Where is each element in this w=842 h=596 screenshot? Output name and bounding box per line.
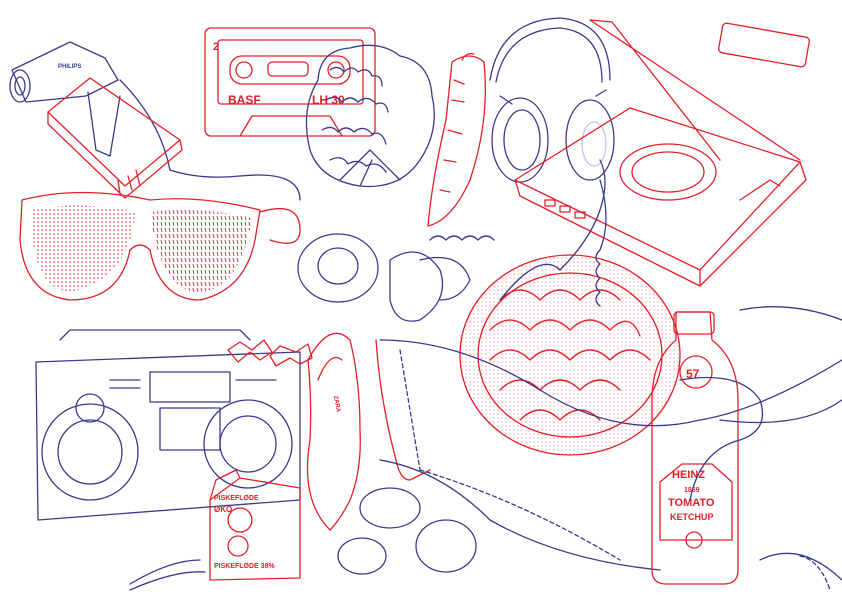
ketchup-line2: KETCHUP	[670, 512, 714, 522]
spaghetti-plate	[429, 159, 681, 456]
apple-halves	[297, 233, 471, 322]
boombox	[35, 329, 301, 521]
sunglasses	[19, 191, 301, 301]
hairdryer-brand: PHILIPS	[58, 64, 81, 70]
milk-name: PISKEFLØDE	[214, 495, 259, 502]
candy-wrappers	[227, 339, 313, 367]
svg-text:ZARA: ZARA	[332, 395, 341, 413]
carrot	[427, 52, 486, 227]
ketchup-line1: TOMATO	[668, 497, 715, 509]
ketchup-bottle: 57 HEINZ 1869 TOMATO KETCHUP	[651, 311, 739, 585]
cassette-length: LH 30	[312, 93, 345, 107]
lemons	[337, 487, 477, 575]
milk-carton: ØKO PISKEFLØDE PISKEFLØDE 38%	[129, 469, 301, 591]
cassette-brand: BASF	[228, 93, 261, 107]
cassette-side: 2	[213, 41, 219, 53]
cassette-tape: 2 BASF LH 30	[204, 27, 376, 137]
headphones	[489, 17, 615, 183]
milk-bottom-name: PISKEFLØDE 38%	[214, 563, 275, 570]
cauliflower	[305, 44, 435, 188]
high-heel-shoe: ZARA	[306, 332, 431, 531]
milk-top-label: ØKO	[214, 505, 232, 514]
hair-dryer: PHILIPS	[9, 41, 301, 201]
denim-jeans	[379, 306, 842, 591]
record-player	[514, 19, 810, 287]
headphone-cord	[595, 179, 842, 501]
book	[47, 77, 183, 199]
